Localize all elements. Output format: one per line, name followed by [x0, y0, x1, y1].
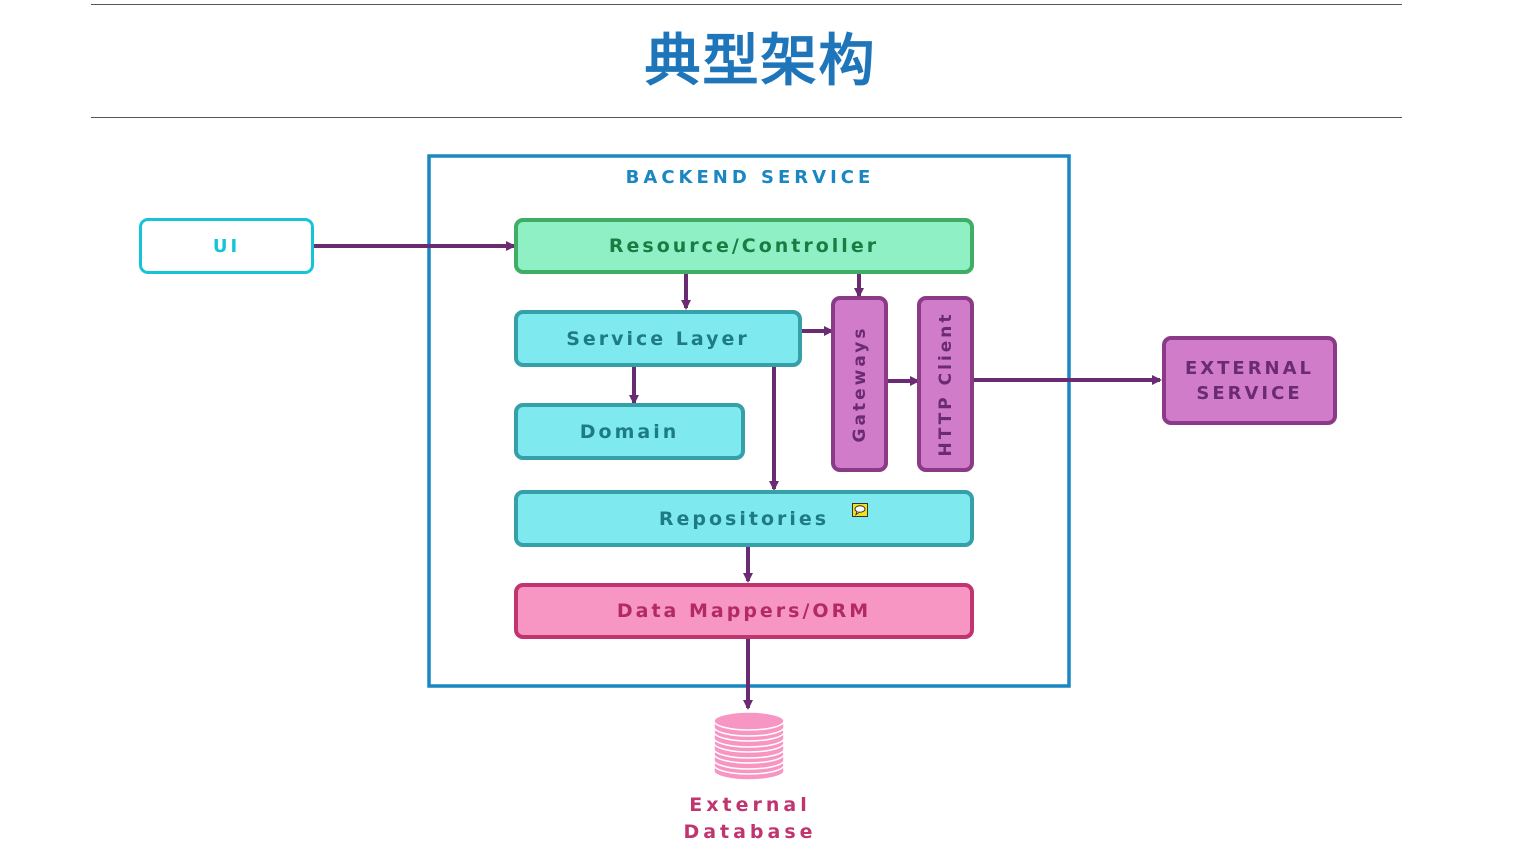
external-database-label-line2: Database [683, 821, 817, 843]
gateways-label: Gateways [849, 325, 870, 443]
top-rule [91, 4, 1402, 5]
external-database-label-line1: External [689, 794, 811, 816]
external-service-label-line1: EXTERNAL [1184, 357, 1315, 379]
resource-controller-label: Resource/Controller [608, 235, 880, 257]
resource-controller-box: Resource/Controller [514, 218, 974, 274]
database-icon [713, 711, 785, 781]
repositories-label: Repositories [658, 507, 830, 530]
page-title: 典型架构 [644, 29, 877, 94]
external-service-label-line2: SERVICE [1196, 382, 1303, 404]
repositories-box: Repositories [514, 490, 974, 547]
http-client-box: HTTP Client [917, 296, 974, 472]
service-layer-label: Service Layer [566, 327, 750, 350]
title-divider [91, 117, 1402, 118]
backend-service-label: BACKEND SERVICE [625, 167, 875, 188]
data-mappers-label: Data Mappers/ORM [616, 600, 872, 622]
external-database-label: External Database [650, 792, 850, 846]
service-layer-box: Service Layer [514, 310, 802, 367]
ui-label: UI [212, 235, 241, 257]
comment-icon[interactable] [852, 503, 868, 517]
http-client-label: HTTP Client [935, 311, 956, 457]
external-service-box: EXTERNAL SERVICE [1162, 336, 1337, 425]
ui-box: UI [139, 218, 314, 274]
data-mappers-box: Data Mappers/ORM [514, 583, 974, 639]
domain-label: Domain [579, 420, 680, 443]
gateways-box: Gateways [831, 296, 888, 472]
domain-box: Domain [514, 403, 745, 460]
